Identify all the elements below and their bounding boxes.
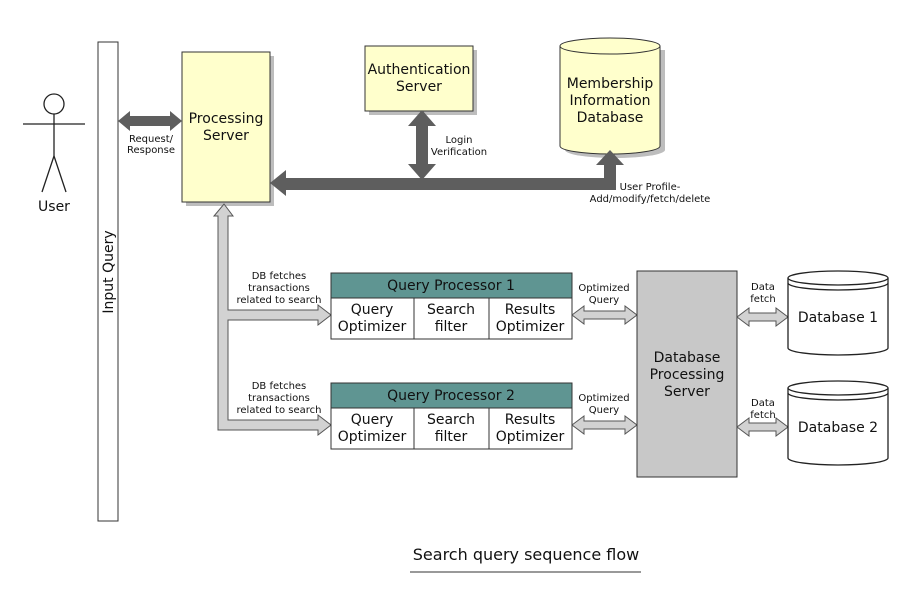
data-fetch-2-line2: fetch bbox=[750, 410, 775, 421]
query-processor-2-title: Query Processor 2 bbox=[387, 388, 515, 404]
qp2-search-filter-line2: filter bbox=[435, 429, 468, 445]
qp1-search-filter-line2: filter bbox=[435, 319, 468, 335]
processing-server-box bbox=[181, 51, 271, 203]
user-actor bbox=[23, 93, 85, 193]
query-processor-2 bbox=[330, 382, 573, 450]
db-fetches-2-line1: DB fetches bbox=[252, 381, 307, 392]
optimized-query-arrow-1 bbox=[571, 305, 638, 325]
db-fetches-2-line2: transactions bbox=[248, 393, 310, 404]
optimized-query-arrow-2 bbox=[571, 415, 638, 435]
optimized-query-1-line2: Query bbox=[589, 295, 619, 306]
db-fetch-connector bbox=[212, 203, 332, 437]
query-processor-1 bbox=[330, 272, 573, 340]
database-2 bbox=[787, 380, 889, 466]
user-profile-line2: Add/modify/fetch/delete bbox=[590, 194, 711, 205]
membership-db-line2: Information bbox=[569, 93, 650, 109]
auth-server-line1: Authentication bbox=[368, 62, 471, 78]
data-fetch-arrow-1 bbox=[736, 307, 789, 327]
membership-db-line3: Database bbox=[577, 110, 644, 126]
qp1-query-optimizer-line1: Query bbox=[351, 302, 394, 318]
processing-server-line1: Processing bbox=[189, 111, 264, 127]
membership-db-line1: Membership bbox=[567, 76, 654, 92]
qp2-query-optimizer-line2: Optimizer bbox=[338, 429, 407, 445]
qp1-results-optimizer-line1: Results bbox=[505, 302, 556, 318]
user-profile-line1: User Profile- bbox=[620, 182, 681, 193]
user-label: User bbox=[38, 199, 70, 215]
membership-database bbox=[559, 37, 665, 158]
qp1-query-optimizer-line2: Optimizer bbox=[338, 319, 407, 335]
db-processing-server-line1: Database bbox=[654, 350, 721, 366]
database-2-label: Database 2 bbox=[798, 420, 878, 436]
data-fetch-2-line1: Data bbox=[751, 398, 775, 409]
request-response-line1: Request/ bbox=[129, 134, 174, 145]
input-query-bar bbox=[97, 41, 119, 522]
db-fetches-2-line3: related to search bbox=[237, 405, 322, 416]
login-verification-arrow bbox=[408, 110, 436, 180]
profile-connector-arrow bbox=[270, 150, 624, 196]
login-verification-line1: Login bbox=[446, 135, 473, 146]
auth-server-box bbox=[364, 45, 474, 112]
auth-server-line2: Server bbox=[396, 79, 442, 95]
data-fetch-1-line2: fetch bbox=[750, 294, 775, 305]
login-verification-line2: Verification bbox=[431, 147, 487, 158]
optimized-query-2-line2: Query bbox=[589, 405, 619, 416]
request-response-line2: Response bbox=[127, 145, 175, 156]
qp2-query-optimizer-line1: Query bbox=[351, 412, 394, 428]
db-processing-server-line2: Processing bbox=[650, 367, 725, 383]
qp2-search-filter-line1: Search bbox=[427, 412, 475, 428]
optimized-query-2-line1: Optimized bbox=[578, 393, 629, 404]
input-query-label: Input Query bbox=[101, 230, 117, 313]
query-processor-1-title: Query Processor 1 bbox=[387, 278, 515, 294]
database-1 bbox=[787, 270, 889, 356]
db-processing-server-box bbox=[636, 270, 738, 478]
qp1-search-filter-line1: Search bbox=[427, 302, 475, 318]
optimized-query-1-line1: Optimized bbox=[578, 283, 629, 294]
qp1-results-optimizer-line2: Optimizer bbox=[496, 319, 565, 335]
data-fetch-1-line1: Data bbox=[751, 282, 775, 293]
diagram-caption: Search query sequence flow bbox=[413, 545, 639, 564]
qp2-results-optimizer-line2: Optimizer bbox=[496, 429, 565, 445]
database-1-label: Database 1 bbox=[798, 310, 878, 326]
db-fetches-1-line1: DB fetches bbox=[252, 271, 307, 282]
db-processing-server-line3: Server bbox=[664, 384, 710, 400]
db-fetches-1-line3: related to search bbox=[237, 295, 322, 306]
qp2-results-optimizer-line1: Results bbox=[505, 412, 556, 428]
db-fetches-1-line2: transactions bbox=[248, 283, 310, 294]
request-response-arrow bbox=[118, 111, 182, 131]
processing-server-line2: Server bbox=[203, 128, 249, 144]
